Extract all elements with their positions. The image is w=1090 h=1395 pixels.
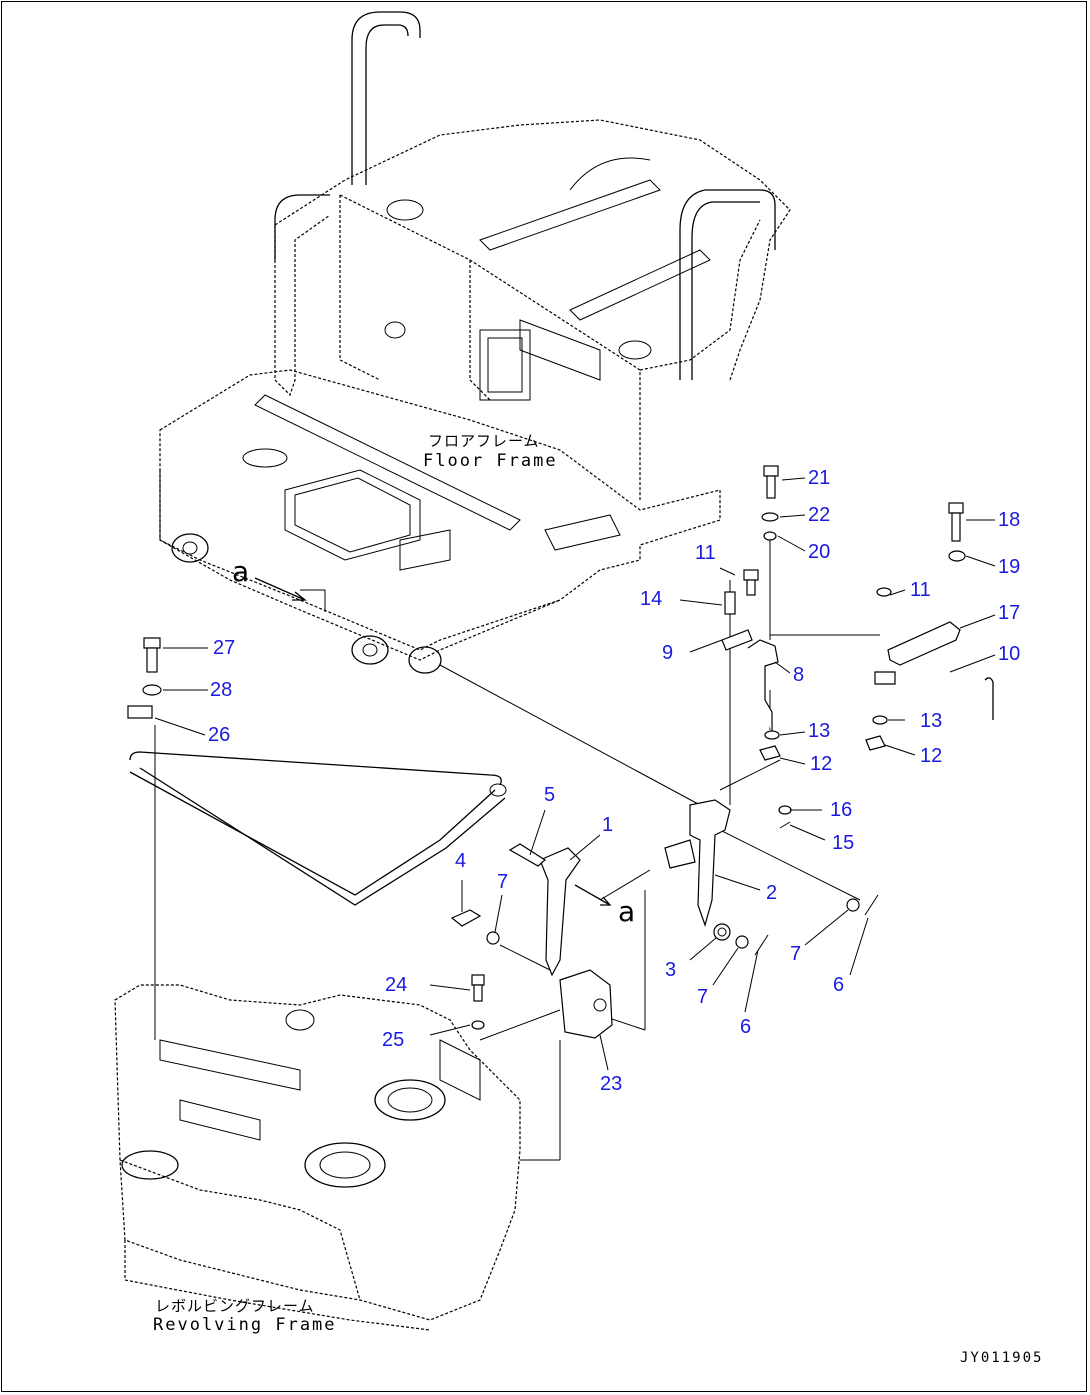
assembly-lines bbox=[439, 540, 880, 1161]
callout-7-middle[interactable]: 7 bbox=[697, 986, 709, 1008]
callout-21[interactable]: 21 bbox=[808, 467, 831, 489]
callout-leaders bbox=[154, 477, 996, 1071]
callout-16[interactable]: 16 bbox=[830, 799, 853, 821]
callout-24[interactable]: 24 bbox=[385, 974, 408, 996]
reference-a-top: a bbox=[232, 555, 250, 588]
callout-19[interactable]: 19 bbox=[998, 556, 1021, 578]
callout-7-left[interactable]: 7 bbox=[497, 871, 509, 893]
callout-2[interactable]: 2 bbox=[766, 882, 778, 904]
callout-27[interactable]: 27 bbox=[213, 637, 236, 659]
callout-3[interactable]: 3 bbox=[665, 959, 677, 981]
floor-frame-en-label: Floor Frame bbox=[423, 451, 558, 471]
callout-1[interactable]: 1 bbox=[602, 814, 614, 836]
callout-6-left[interactable]: 6 bbox=[740, 1016, 752, 1038]
callout-4[interactable]: 4 bbox=[455, 850, 467, 872]
callout-5[interactable]: 5 bbox=[544, 784, 556, 806]
callout-8[interactable]: 8 bbox=[793, 664, 805, 686]
drawing-code: JY011905 bbox=[960, 1350, 1044, 1366]
revolving-frame-jp-label: レボルビングフレーム bbox=[155, 1297, 315, 1315]
reference-a-lower: a bbox=[618, 895, 636, 928]
callout-7-right[interactable]: 7 bbox=[790, 943, 802, 965]
callout-11-right[interactable]: 11 bbox=[910, 579, 931, 601]
callout-22[interactable]: 22 bbox=[808, 504, 831, 526]
callout-13-left[interactable]: 13 bbox=[808, 720, 831, 742]
callout-9[interactable]: 9 bbox=[662, 642, 674, 664]
revolving-frame-en-label: Revolving Frame bbox=[153, 1315, 337, 1335]
callout-17[interactable]: 17 bbox=[998, 602, 1021, 624]
callout-20[interactable]: 20 bbox=[808, 541, 831, 563]
revolving-frame bbox=[114, 984, 521, 1331]
callout-13-right[interactable]: 13 bbox=[920, 710, 943, 732]
callout-28[interactable]: 28 bbox=[210, 679, 233, 701]
floor-frame-jp-label: フロアフレーム bbox=[428, 432, 540, 450]
callout-14[interactable]: 14 bbox=[640, 588, 663, 610]
callout-12-right[interactable]: 12 bbox=[920, 745, 943, 767]
callout-26[interactable]: 26 bbox=[208, 724, 231, 746]
callout-25[interactable]: 25 bbox=[382, 1029, 405, 1051]
callout-11-upper[interactable]: 11 bbox=[695, 542, 716, 564]
small-parts bbox=[142, 465, 994, 1039]
stay-bar bbox=[127, 705, 507, 1040]
callout-18[interactable]: 18 bbox=[998, 509, 1021, 531]
callout-15[interactable]: 15 bbox=[832, 832, 855, 854]
callout-6-right[interactable]: 6 bbox=[833, 974, 845, 996]
callout-12-left[interactable]: 12 bbox=[810, 753, 833, 775]
callout-10[interactable]: 10 bbox=[998, 643, 1021, 665]
callout-23[interactable]: 23 bbox=[600, 1073, 623, 1095]
floor-frame bbox=[159, 11, 791, 674]
